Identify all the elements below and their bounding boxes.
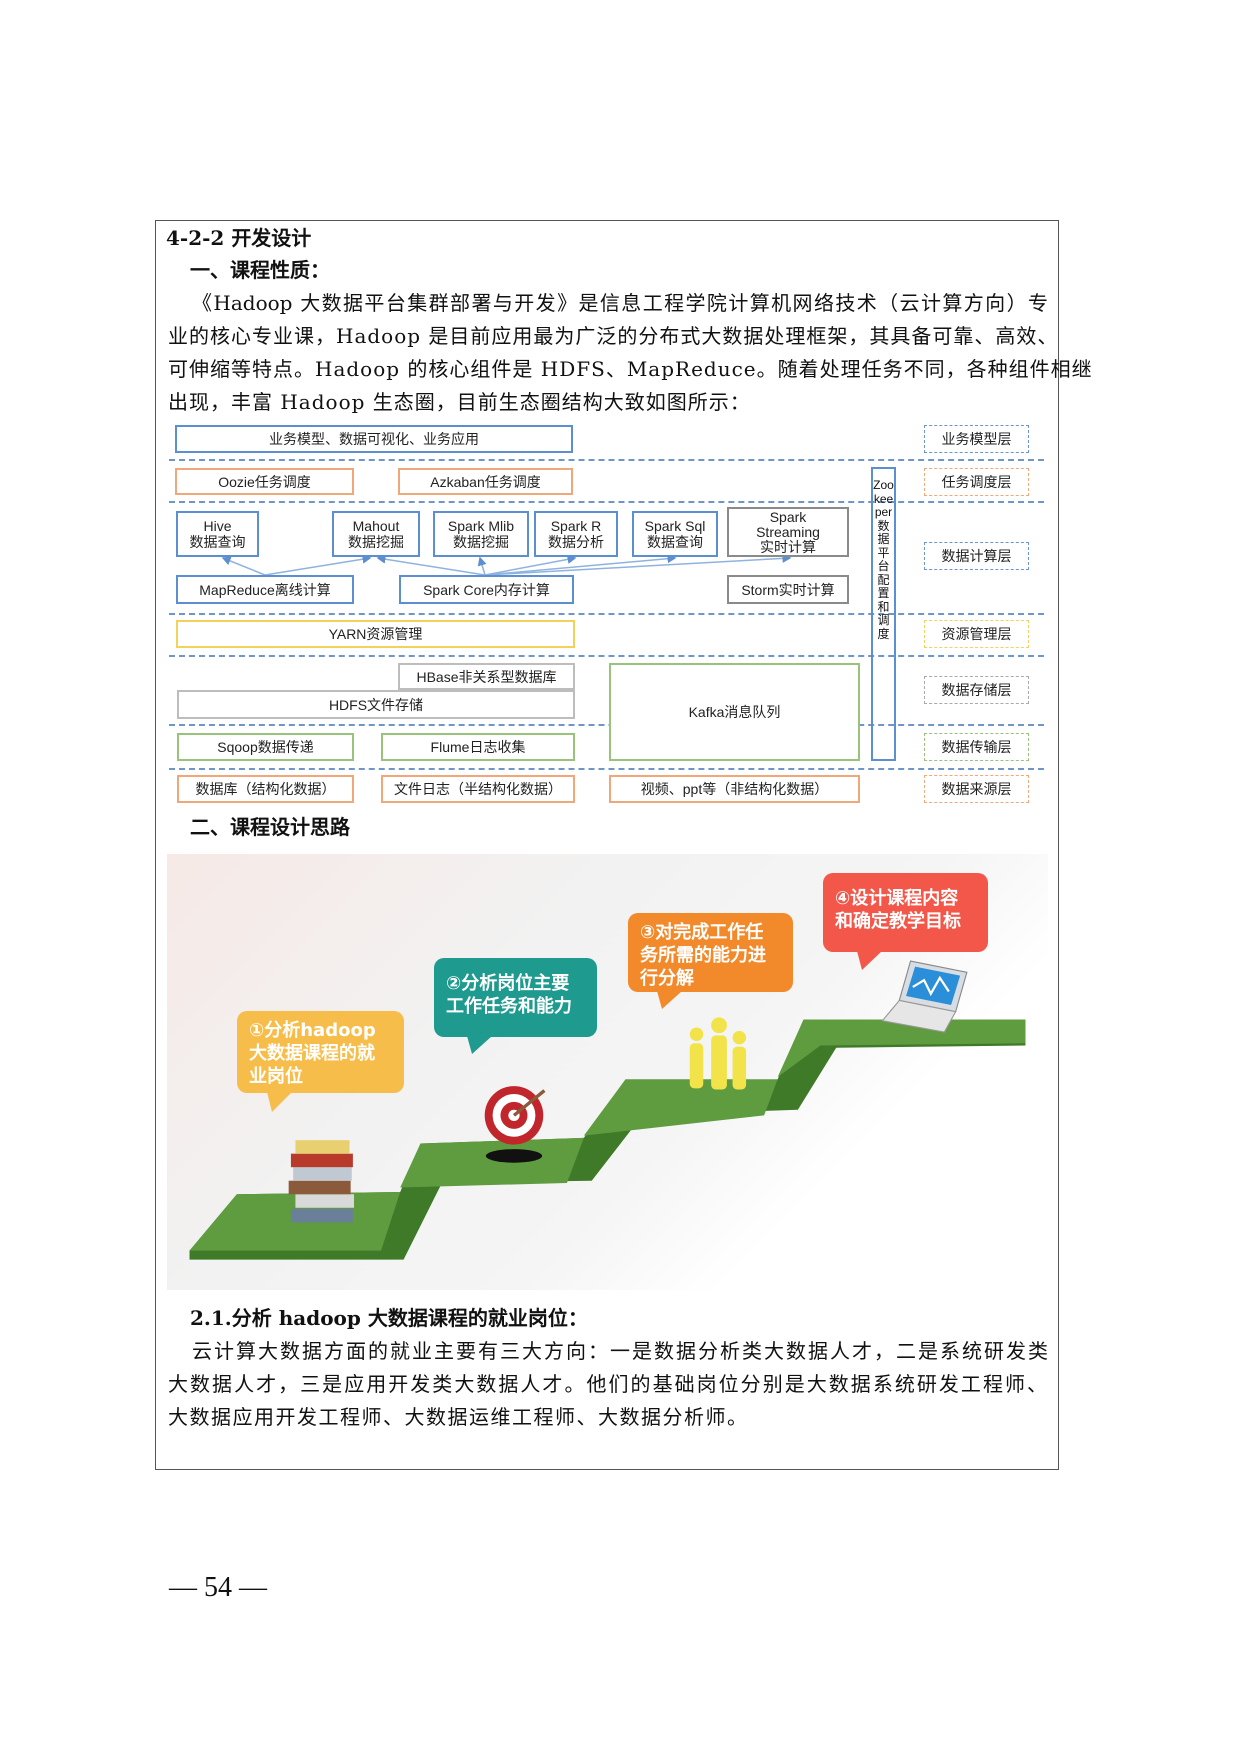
sqoop-box: Sqoop数据传递 xyxy=(177,733,354,761)
part21-heading: 2.1.分析 hadoop 大数据课程的就业岗位： xyxy=(190,1306,588,1330)
yarn-box: YARN资源管理 xyxy=(176,620,575,648)
course-design-steps-illustration: ①分析hadoop大数据课程的就业岗位 ②分析岗位主要工作任务和能力 ③对完成工… xyxy=(167,854,1048,1290)
part1-heading: 一、课程性质： xyxy=(190,258,330,282)
layer-label: 资源管理层 xyxy=(924,620,1029,648)
content-frame xyxy=(155,220,1059,1470)
mapreduce-box: MapReduce离线计算 xyxy=(176,575,354,604)
laptop-icon xyxy=(881,960,968,1033)
spark-core-box: Spark Core内存计算 xyxy=(399,575,574,604)
paragraph-line: 可伸缩等特点。Hadoop 的核心组件是 HDFS、MapReduce。随着处理… xyxy=(168,357,1093,381)
oozie-box: Oozie任务调度 xyxy=(175,468,354,495)
stair-side xyxy=(189,1019,1026,1260)
section-heading: 4-2-2 开发设计 xyxy=(166,226,312,250)
paragraph-line: 云计算大数据方面的就业主要有三大方向：一是数据分析类大数据人才，二是系统研发类 xyxy=(192,1339,1048,1363)
paragraph-line: 出现，丰富 Hadoop 生态圈，目前生态圈结构大致如图所示： xyxy=(168,390,751,414)
box-subtitle: 实时计算 xyxy=(760,538,816,555)
stair-step xyxy=(400,1137,584,1188)
paragraph-line: 大数据应用开发工程师、大数据运维工程师、大数据分析师。 xyxy=(168,1405,749,1429)
target-icon xyxy=(484,1086,546,1163)
box-title: Streaming xyxy=(756,523,820,540)
step-3-bubble: ③对完成工作任务所需的能力进行分解 xyxy=(628,913,793,992)
box-title: Spark Sql xyxy=(644,518,706,534)
flume-box: Flume日志收集 xyxy=(381,733,575,761)
hdfs-box: HDFS文件存储 xyxy=(177,690,575,719)
layer-divider xyxy=(169,655,1044,657)
storm-box: Storm实时计算 xyxy=(727,575,849,604)
box-title: Spark xyxy=(769,508,807,525)
bubble-tail xyxy=(267,1092,292,1112)
box-subtitle: 数据查询 xyxy=(647,534,703,550)
diagram-arrows xyxy=(221,553,792,576)
layer-divider xyxy=(169,613,1044,615)
bubble-tail xyxy=(857,951,882,970)
source-video-box: 视频、ppt等（非结构化数据） xyxy=(609,775,860,803)
source-database-box: 数据库（结构化数据） xyxy=(177,775,354,803)
azkaban-box: Azkaban任务调度 xyxy=(398,468,573,495)
paragraph-line: 业的核心专业课，Hadoop 是目前应用最为广泛的分布式大数据处理框架，其具备可… xyxy=(168,324,1059,348)
arrow xyxy=(484,553,792,576)
box-title: Spark R xyxy=(550,518,602,534)
part2-heading: 二、课程设计思路 xyxy=(190,815,350,839)
layer-label: 数据来源层 xyxy=(924,775,1029,803)
arrow xyxy=(221,556,266,576)
arrow xyxy=(484,554,677,576)
layer-label: 数据存储层 xyxy=(924,676,1029,704)
bubble-tails xyxy=(267,951,882,1112)
hbase-box: HBase非关系型数据库 xyxy=(398,663,575,690)
stair-step xyxy=(777,1019,1026,1078)
layer-divider xyxy=(169,501,1044,503)
arrow xyxy=(264,554,372,576)
layer-divider xyxy=(169,724,1044,726)
layer-label: 任务调度层 xyxy=(924,468,1029,496)
paragraph-line: 大数据人才，三是应用开发类大数据人才。他们的基础岗位分别是大数据系统研发工程师、 xyxy=(168,1372,1048,1396)
layer-divider xyxy=(169,459,1044,461)
layer-label: 业务模型层 xyxy=(924,425,1029,453)
box-subtitle: 数据挖掘 xyxy=(453,534,509,550)
arrow xyxy=(477,556,487,576)
box-subtitle: 数据查询 xyxy=(189,534,246,550)
kafka-box: Kafka消息队列 xyxy=(609,663,860,761)
step-1-bubble: ①分析hadoop大数据课程的就业岗位 xyxy=(237,1011,404,1093)
arrow xyxy=(484,554,577,576)
box-title: Mahout xyxy=(352,518,400,534)
bubble-tail xyxy=(467,1036,492,1054)
layer-divider xyxy=(169,768,1044,770)
step-4-bubble: ④设计课程内容和确定教学目标 xyxy=(823,873,988,952)
stair-step xyxy=(583,1079,778,1136)
box-title: Spark Mlib xyxy=(447,518,515,534)
books-icon xyxy=(288,1140,355,1223)
layer-label: 数据传输层 xyxy=(924,733,1029,761)
people-icon xyxy=(689,1017,747,1090)
layer-label: 数据计算层 xyxy=(924,542,1029,570)
business-app-box: 业务模型、数据可视化、业务应用 xyxy=(175,425,573,453)
box-subtitle: 数据分析 xyxy=(548,534,604,550)
paragraph-line: 《Hadoop 大数据平台集群部署与开发》是信息工程学院计算机网络技术（云计算方… xyxy=(192,291,1048,315)
arrow xyxy=(376,554,486,576)
bubble-tail xyxy=(657,991,682,1009)
source-log-box: 文件日志（半结构化数据） xyxy=(381,775,575,803)
staircase xyxy=(189,960,1026,1260)
page-number: — 54 — xyxy=(169,1572,267,1603)
box-subtitle: 数据挖掘 xyxy=(348,534,404,550)
step-2-bubble: ②分析岗位主要工作任务和能力 xyxy=(434,958,597,1037)
zookeeper-box: Zookeeper数据平台配置和调度 xyxy=(871,467,896,761)
box-title: Hive xyxy=(203,518,232,534)
